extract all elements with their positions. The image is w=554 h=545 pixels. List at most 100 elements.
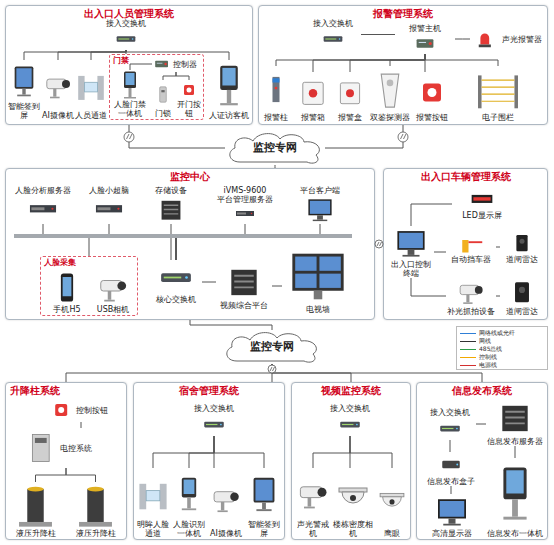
icon-holder — [446, 276, 496, 307]
device-label: 控制按钮 — [74, 406, 108, 415]
cloud-label: 监控专网 — [225, 141, 325, 154]
icon-holder — [452, 188, 512, 211]
device-label: 接入交换机 — [313, 19, 353, 28]
connector-line — [126, 50, 127, 54]
icon-holder — [452, 66, 544, 113]
icon-shape — [475, 286, 483, 294]
device-node: 接入交换机 — [186, 404, 242, 436]
device-label: 接入交换机 — [330, 404, 370, 413]
icon-shape — [27, 487, 43, 492]
icon-shape — [204, 422, 224, 428]
section-title: 报警管理系统 — [259, 8, 547, 20]
icon-shape — [520, 239, 525, 244]
device-node: 控制按钮 — [48, 398, 114, 422]
device-icon — [424, 452, 478, 477]
device-node: 楼栋密度相机 — [333, 468, 373, 538]
device-label: AI摄像机 — [210, 529, 242, 538]
icon-shape — [440, 426, 460, 432]
icon-shape — [124, 72, 136, 89]
device-node: 液压升降柱 — [68, 482, 123, 538]
icon-shape — [182, 508, 196, 510]
section-title: 宿舍管理系统 — [134, 385, 284, 397]
icon-shape — [22, 89, 25, 95]
device-node: 电视墙 — [282, 248, 354, 314]
icon-shape — [27, 489, 43, 524]
system-section: 报警管理系统接入交换机报警主机声光报警器报警柱报警箱报警盒双鉴探测器报警按钮电子… — [258, 5, 548, 125]
device-node: 报警按钮 — [414, 72, 450, 122]
group-title: 人脸采集 — [44, 258, 76, 267]
device-node: 人证访客机 — [207, 60, 251, 120]
device-label: 声光警戒机 — [295, 520, 331, 538]
connector-line — [276, 54, 425, 66]
legend-row: 网线 — [460, 337, 544, 345]
device-label: 自动挡车器 — [451, 255, 491, 264]
device-label: 人脸识别一体机 — [171, 520, 207, 538]
connector-line — [66, 468, 96, 482]
icon-shape — [443, 524, 461, 526]
icon-holder — [68, 482, 123, 529]
device-label: 报警主机 — [409, 24, 441, 33]
icon-holder — [8, 482, 63, 529]
connector-line — [189, 436, 214, 468]
legend-row: 网络线或光纤 — [460, 329, 544, 337]
device-node: 存储设备 — [146, 186, 196, 224]
icon-shape — [117, 281, 126, 290]
icon-holder — [186, 413, 242, 436]
icon-shape — [218, 510, 228, 512]
legend-line-sample — [460, 357, 476, 358]
device-node: 道闸雷达 — [500, 276, 544, 316]
icon-shape — [164, 205, 179, 214]
icon-shape — [231, 270, 256, 295]
connector-line — [272, 364, 273, 382]
device-label: 高清显示器 — [432, 529, 472, 538]
connector-line — [390, 54, 425, 66]
icon-shape — [440, 501, 465, 517]
device-node: 报警柱 — [262, 66, 290, 122]
icon-shape — [132, 38, 134, 40]
icon-shape — [516, 235, 527, 251]
icon-shape — [318, 488, 327, 497]
icon-shape — [304, 507, 315, 509]
icon-shape — [309, 89, 318, 98]
icon-shape — [340, 83, 359, 104]
icon-shape — [456, 428, 458, 430]
device-label: 信息发布盒子 — [427, 477, 475, 486]
device-icon — [245, 468, 283, 520]
break-slashes — [127, 134, 407, 371]
icon-shape — [292, 254, 343, 291]
icon-holder — [322, 413, 378, 436]
icon-shape — [408, 250, 415, 255]
icon-shape — [438, 499, 466, 518]
device-node: 声光报警器 — [470, 28, 544, 50]
device-node: 接入交换机 — [322, 404, 378, 436]
device-icon — [152, 56, 171, 72]
device-label: LED显示屏 — [462, 211, 502, 220]
device-icon — [500, 276, 544, 307]
connector-line — [36, 468, 67, 482]
device-icon — [150, 260, 202, 295]
break-mark — [375, 240, 383, 248]
connector-line — [476, 424, 486, 425]
device-node: 报警箱 — [296, 72, 330, 122]
legend-row: 控制线 — [460, 353, 544, 361]
icon-shape — [187, 88, 192, 93]
device-node: 核心交换机 — [150, 260, 202, 304]
icon-holder — [500, 276, 544, 307]
icon-holder — [262, 66, 290, 113]
device-icon — [216, 262, 272, 301]
icon-shape — [463, 302, 472, 304]
icon-shape — [227, 90, 231, 103]
connector-line — [43, 224, 176, 260]
icon-holder — [7, 60, 41, 102]
icon-shape — [256, 509, 271, 511]
icon-shape — [319, 274, 340, 288]
connector-line — [129, 125, 225, 148]
icon-shape — [514, 75, 518, 108]
connector-line — [425, 54, 426, 72]
device-node: 人脸门禁一体机 — [111, 70, 149, 118]
device-label: 接入交换机 — [194, 404, 234, 413]
icon-shape — [55, 404, 67, 416]
icon-holder — [48, 398, 74, 422]
icon-holder — [305, 28, 361, 50]
